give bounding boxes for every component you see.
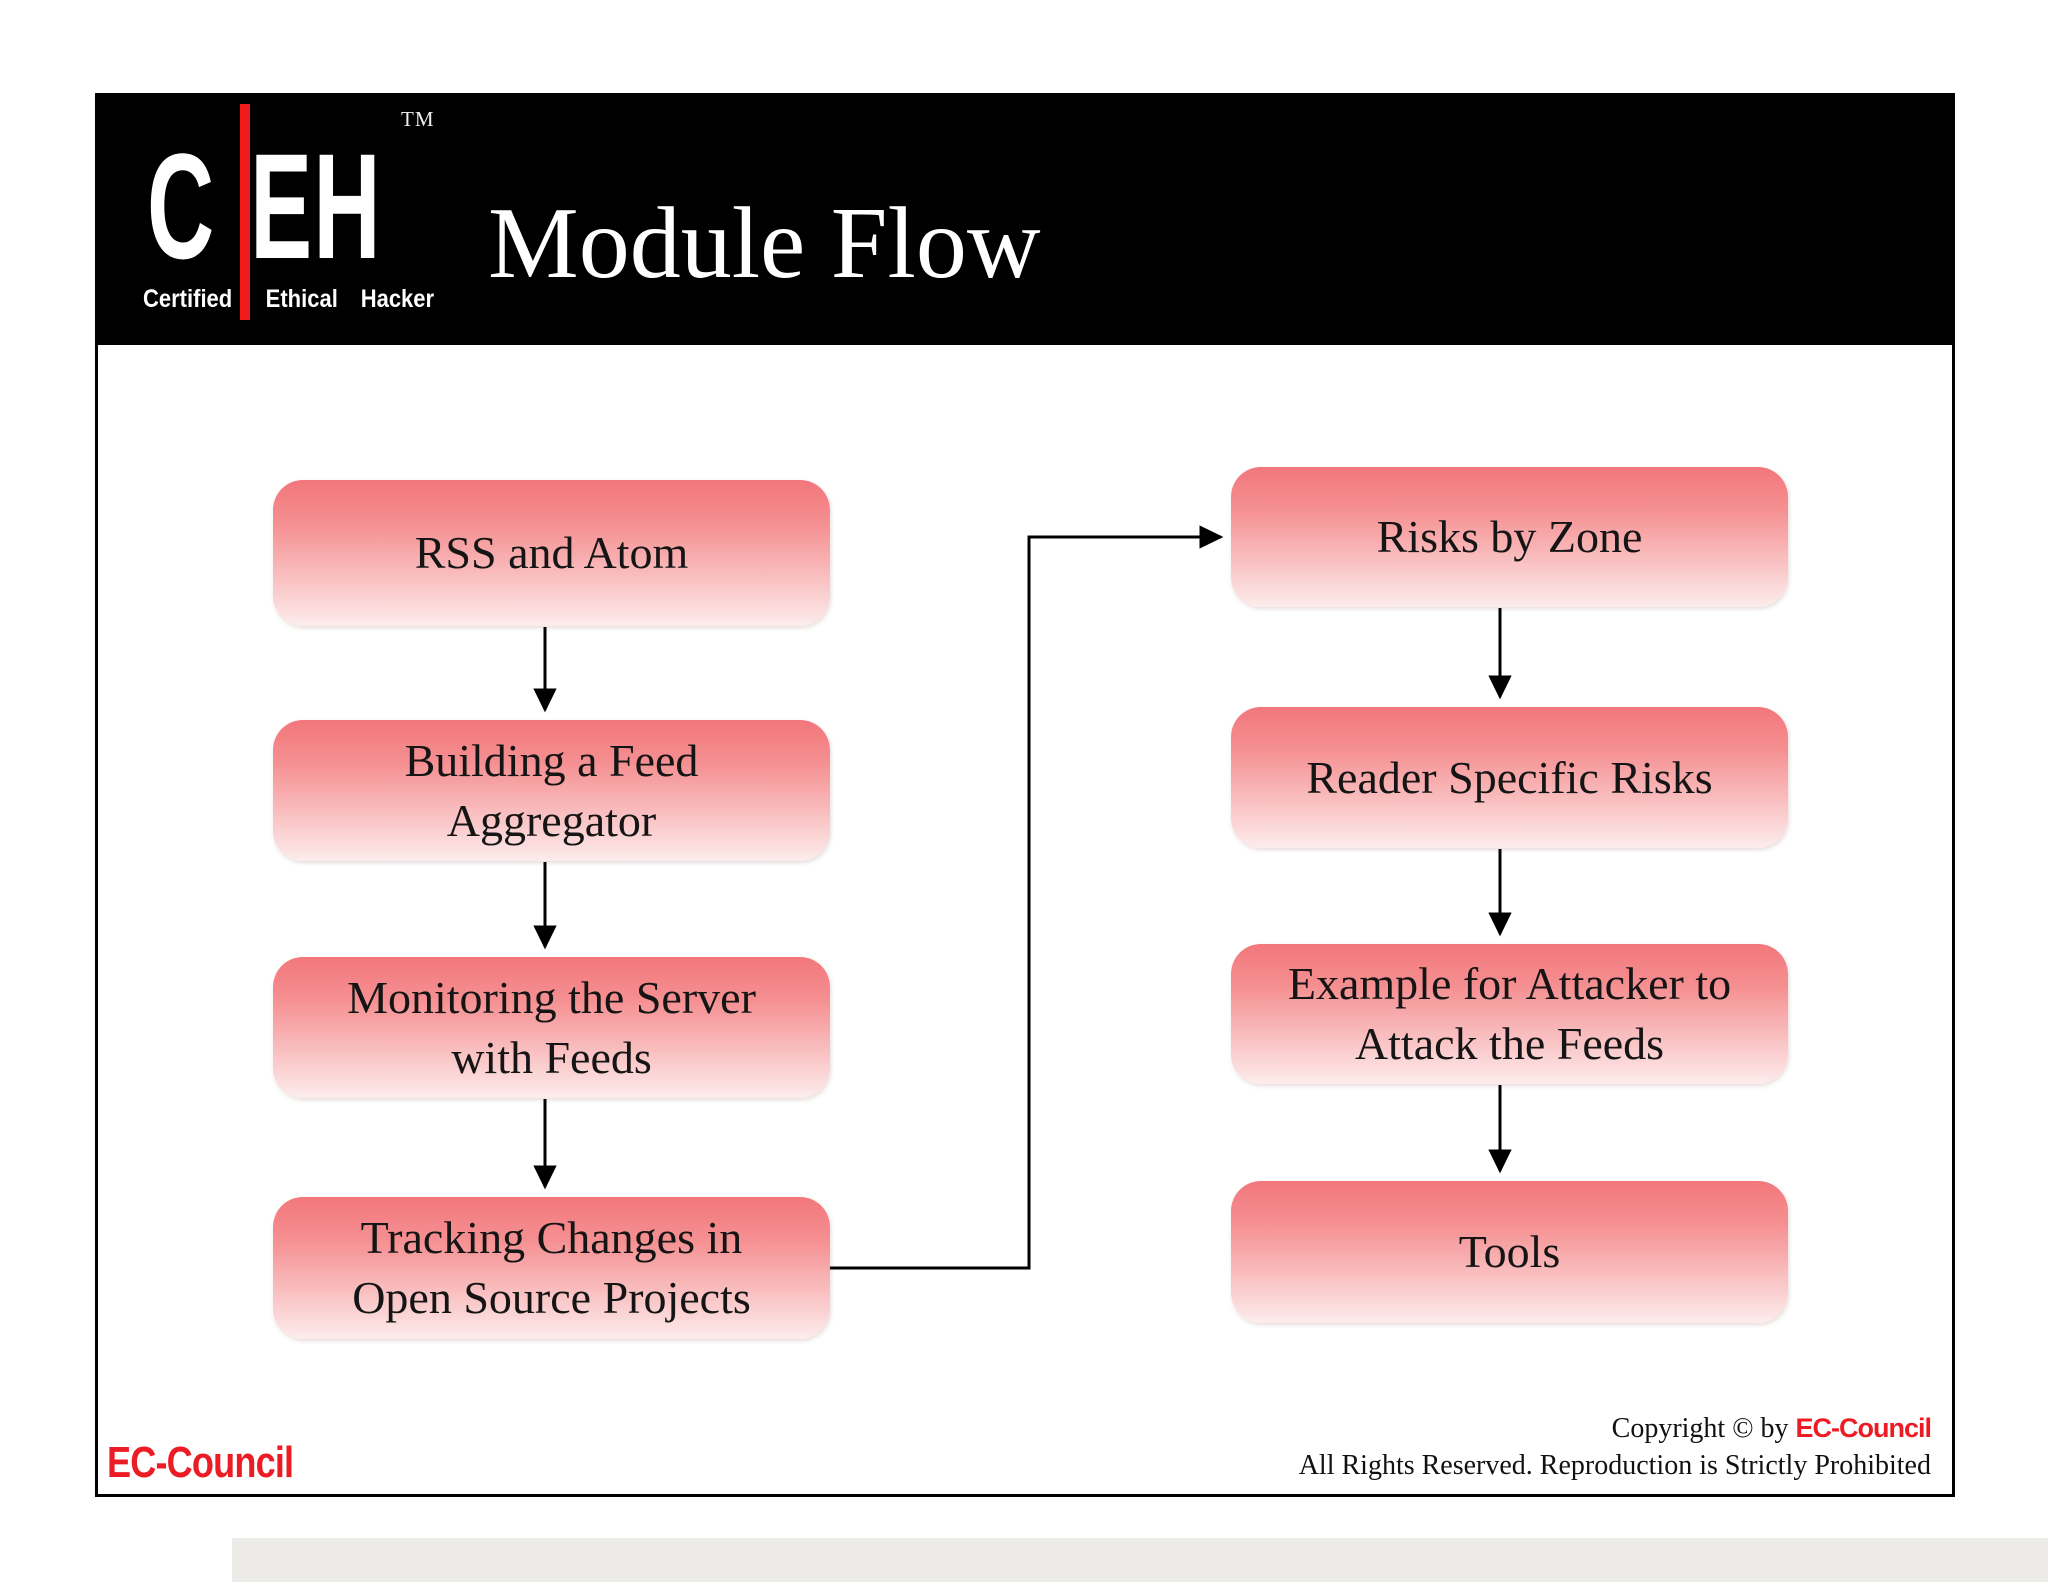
ceh-word-hacker: Hacker xyxy=(360,285,435,313)
ceh-word-ethical: Ethical xyxy=(265,285,338,313)
trademark-symbol: TM xyxy=(401,107,435,131)
flow-box-tools: Tools xyxy=(1231,1181,1788,1323)
page-title: Module Flow xyxy=(488,187,1041,300)
flow-box-example-for-attacker-to-attack-the-feeds: Example for Attacker to Attack the Feeds xyxy=(1231,944,1788,1084)
copyright-prefix: Copyright © by xyxy=(1611,1413,1796,1444)
copyright-brand: EC-Council xyxy=(1795,1413,1932,1443)
copyright-line: Copyright © by EC-Council xyxy=(1299,1411,1932,1448)
copyright-notice: Copyright © by EC-Council All Rights Res… xyxy=(1298,1411,1932,1485)
flow-box-monitoring-the-server-with-feeds: Monitoring the Server with Feeds xyxy=(273,957,830,1098)
desktop-background-strip xyxy=(232,1538,2048,1582)
flow-box-building-a-feed-aggregator: Building a Feed Aggregator xyxy=(273,720,830,861)
flow-box-reader-specific-risks: Reader Specific Risks xyxy=(1231,707,1788,848)
rights-line: All Rights Reserved. Reproduction is Str… xyxy=(1298,1449,1931,1481)
ec-council-logo: EC-Council xyxy=(107,1438,294,1487)
ceh-logo-letter-c: C xyxy=(147,122,216,290)
ceh-logo-words: Certified Ethical Hacker xyxy=(143,285,434,314)
flow-box-rss-and-atom: RSS and Atom xyxy=(273,480,830,626)
ceh-logo-red-bar xyxy=(240,104,250,320)
ceh-logo-letters-eh: EH xyxy=(250,122,382,290)
ceh-word-certified: Certified xyxy=(143,285,233,313)
flow-box-risks-by-zone: Risks by Zone xyxy=(1231,467,1788,607)
flow-box-tracking-changes-in-open-source-projects: Tracking Changes in Open Source Projects xyxy=(273,1197,830,1339)
